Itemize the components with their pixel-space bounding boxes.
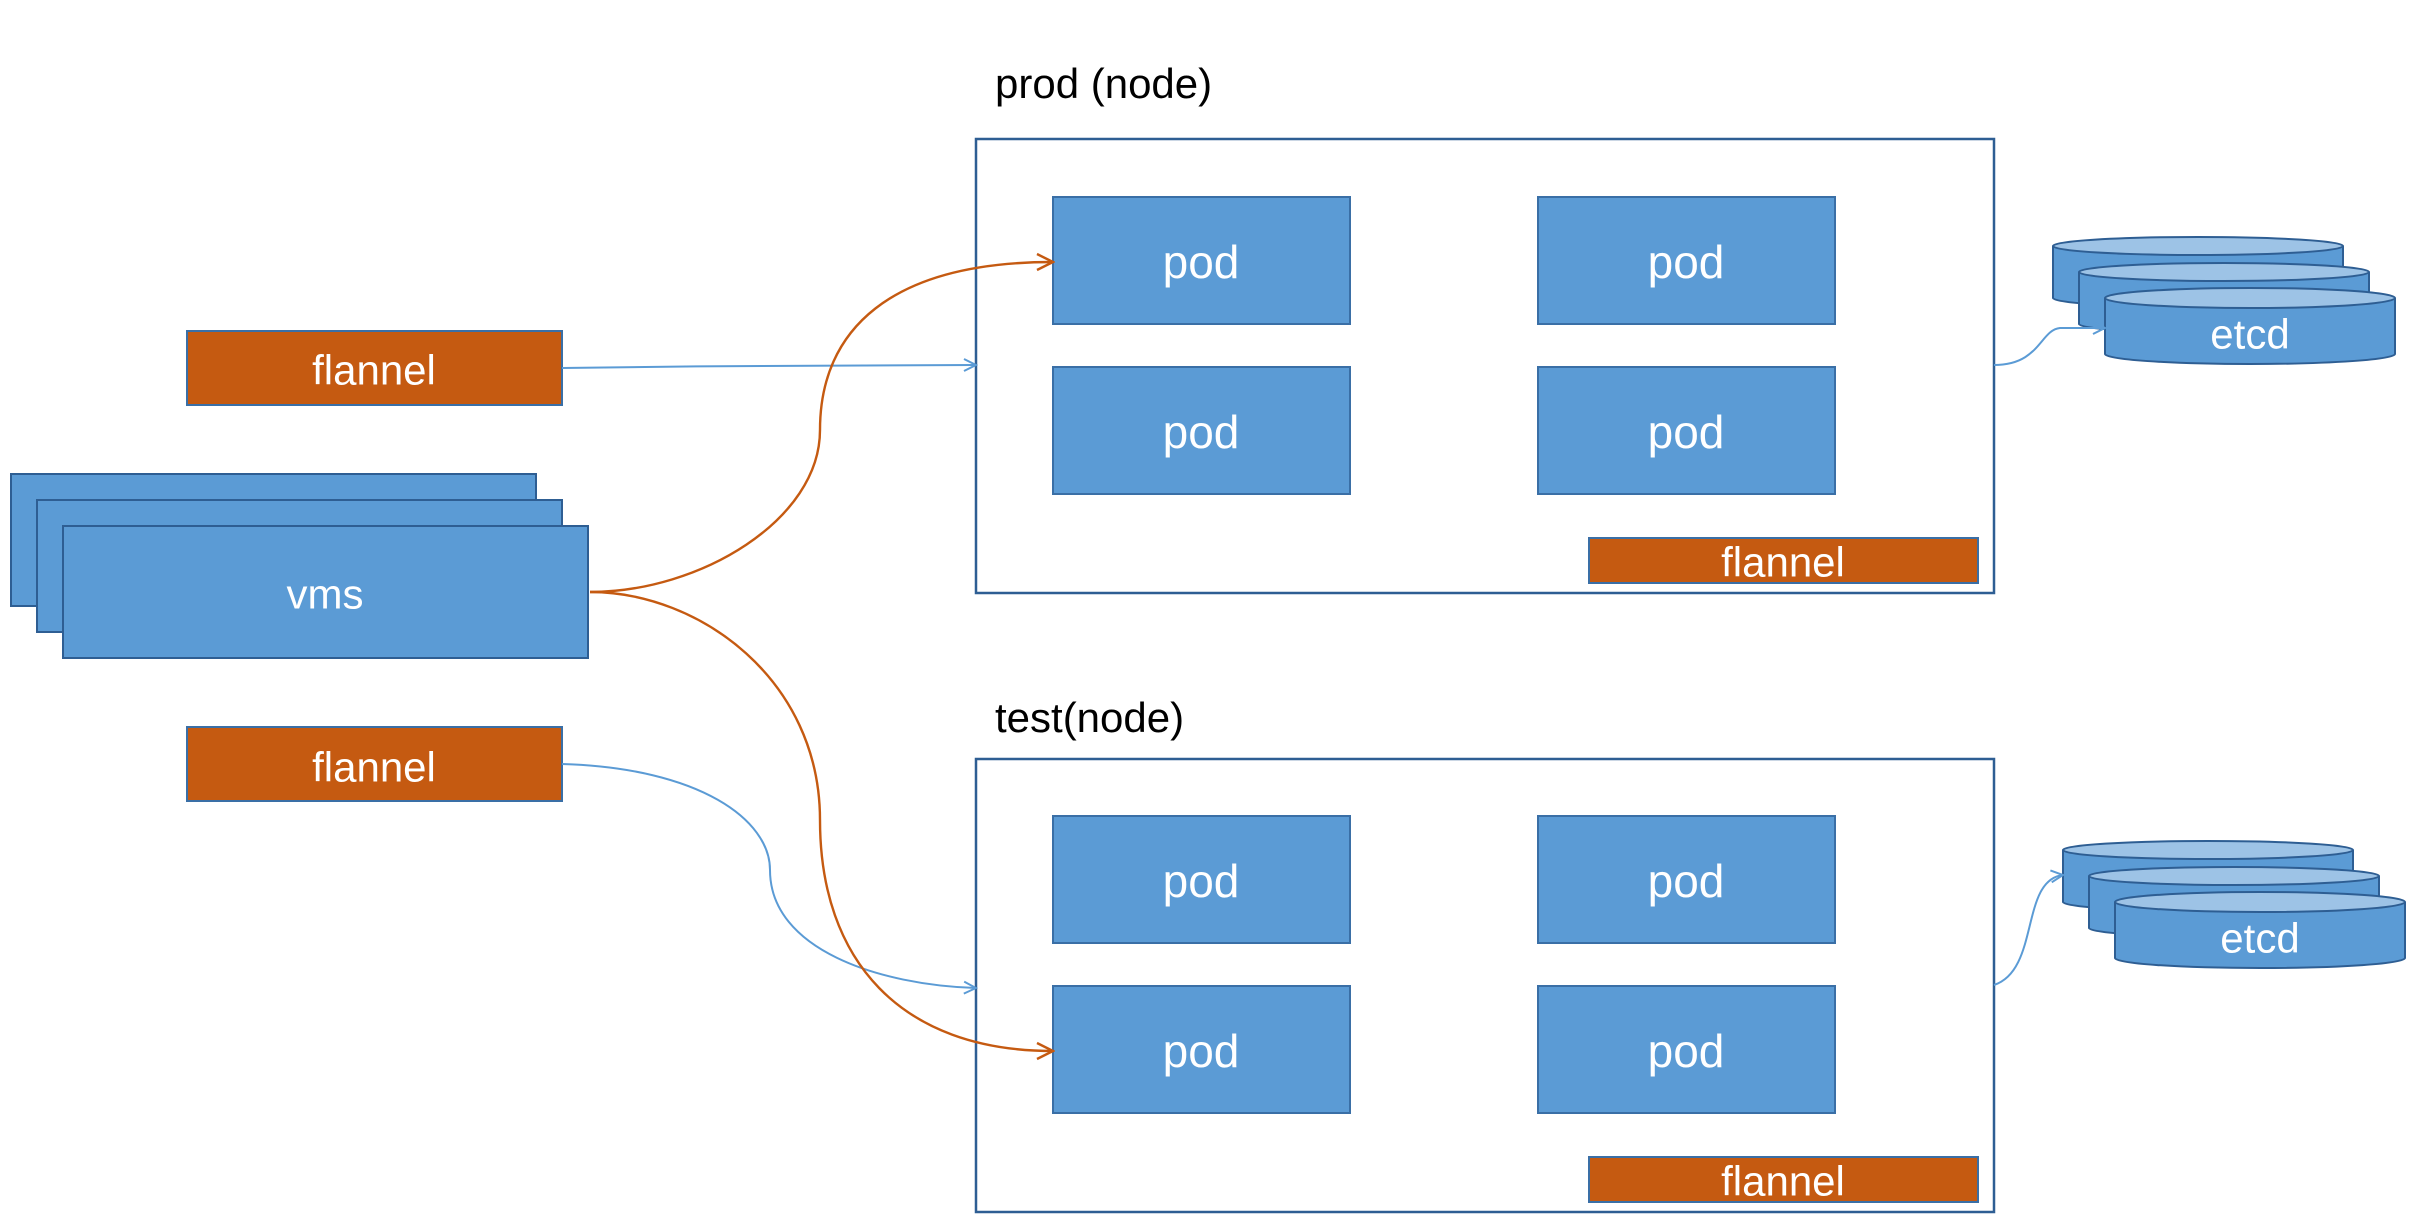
flannel-left-bottom-label: flannel — [312, 744, 436, 791]
prod-flannel-label: flannel — [1721, 539, 1845, 586]
prod-etcd-label: etcd — [2210, 311, 2289, 358]
test-pod-4: pod — [1537, 985, 1836, 1114]
test-pod-2: pod — [1537, 815, 1836, 944]
test-to-etcd-link — [1993, 875, 2063, 986]
test-pod-4-label: pod — [1648, 1025, 1725, 1077]
flannel-top-to-prod-arrow — [561, 365, 976, 368]
vms-card-front — [62, 525, 589, 659]
test-pod-3-label: pod — [1163, 1025, 1240, 1077]
prod-etcd-stack: etcd — [2052, 236, 2396, 365]
flannel-bottom-to-test-arrow — [561, 763, 976, 988]
prod-node-title: prod (node) — [995, 60, 1212, 107]
test-flannel-label: flannel — [1721, 1158, 1845, 1205]
vms-to-test-pod-arrow — [589, 590, 1053, 1051]
flannel-left-top-label: flannel — [312, 347, 436, 394]
prod-etcd-cylinder-front — [2104, 287, 2396, 365]
test-flannel: flannel — [1588, 1156, 1979, 1205]
test-etcd-cylinder-front — [2114, 891, 2406, 969]
test-etcd-stack: etcd — [2062, 840, 2406, 969]
prod-pod-1: pod — [1052, 196, 1351, 325]
prod-to-etcd-link — [1993, 328, 2105, 366]
test-pod-1-label: pod — [1163, 855, 1240, 907]
vms-stack: vms — [10, 473, 589, 659]
prod-pod-2-label: pod — [1648, 236, 1725, 288]
flannel-left-bottom: flannel — [186, 726, 563, 802]
test-node-title: test(node) — [995, 694, 1184, 741]
test-pod-2-label: pod — [1648, 855, 1725, 907]
prod-pod-4-label: pod — [1648, 406, 1725, 458]
vms-label: vms — [287, 571, 364, 618]
test-pod-3: pod — [1052, 985, 1351, 1114]
test-etcd-label: etcd — [2220, 915, 2299, 962]
prod-pod-3: pod — [1052, 366, 1351, 495]
vms-to-prod-pod-arrow — [589, 262, 1053, 594]
prod-pod-3-label: pod — [1163, 406, 1240, 458]
flannel-left-top: flannel — [186, 330, 563, 406]
prod-pod-1-label: pod — [1163, 236, 1240, 288]
prod-pod-4: pod — [1537, 366, 1836, 495]
prod-flannel: flannel — [1588, 537, 1979, 586]
prod-pod-2: pod — [1537, 196, 1836, 325]
test-pod-1: pod — [1052, 815, 1351, 944]
